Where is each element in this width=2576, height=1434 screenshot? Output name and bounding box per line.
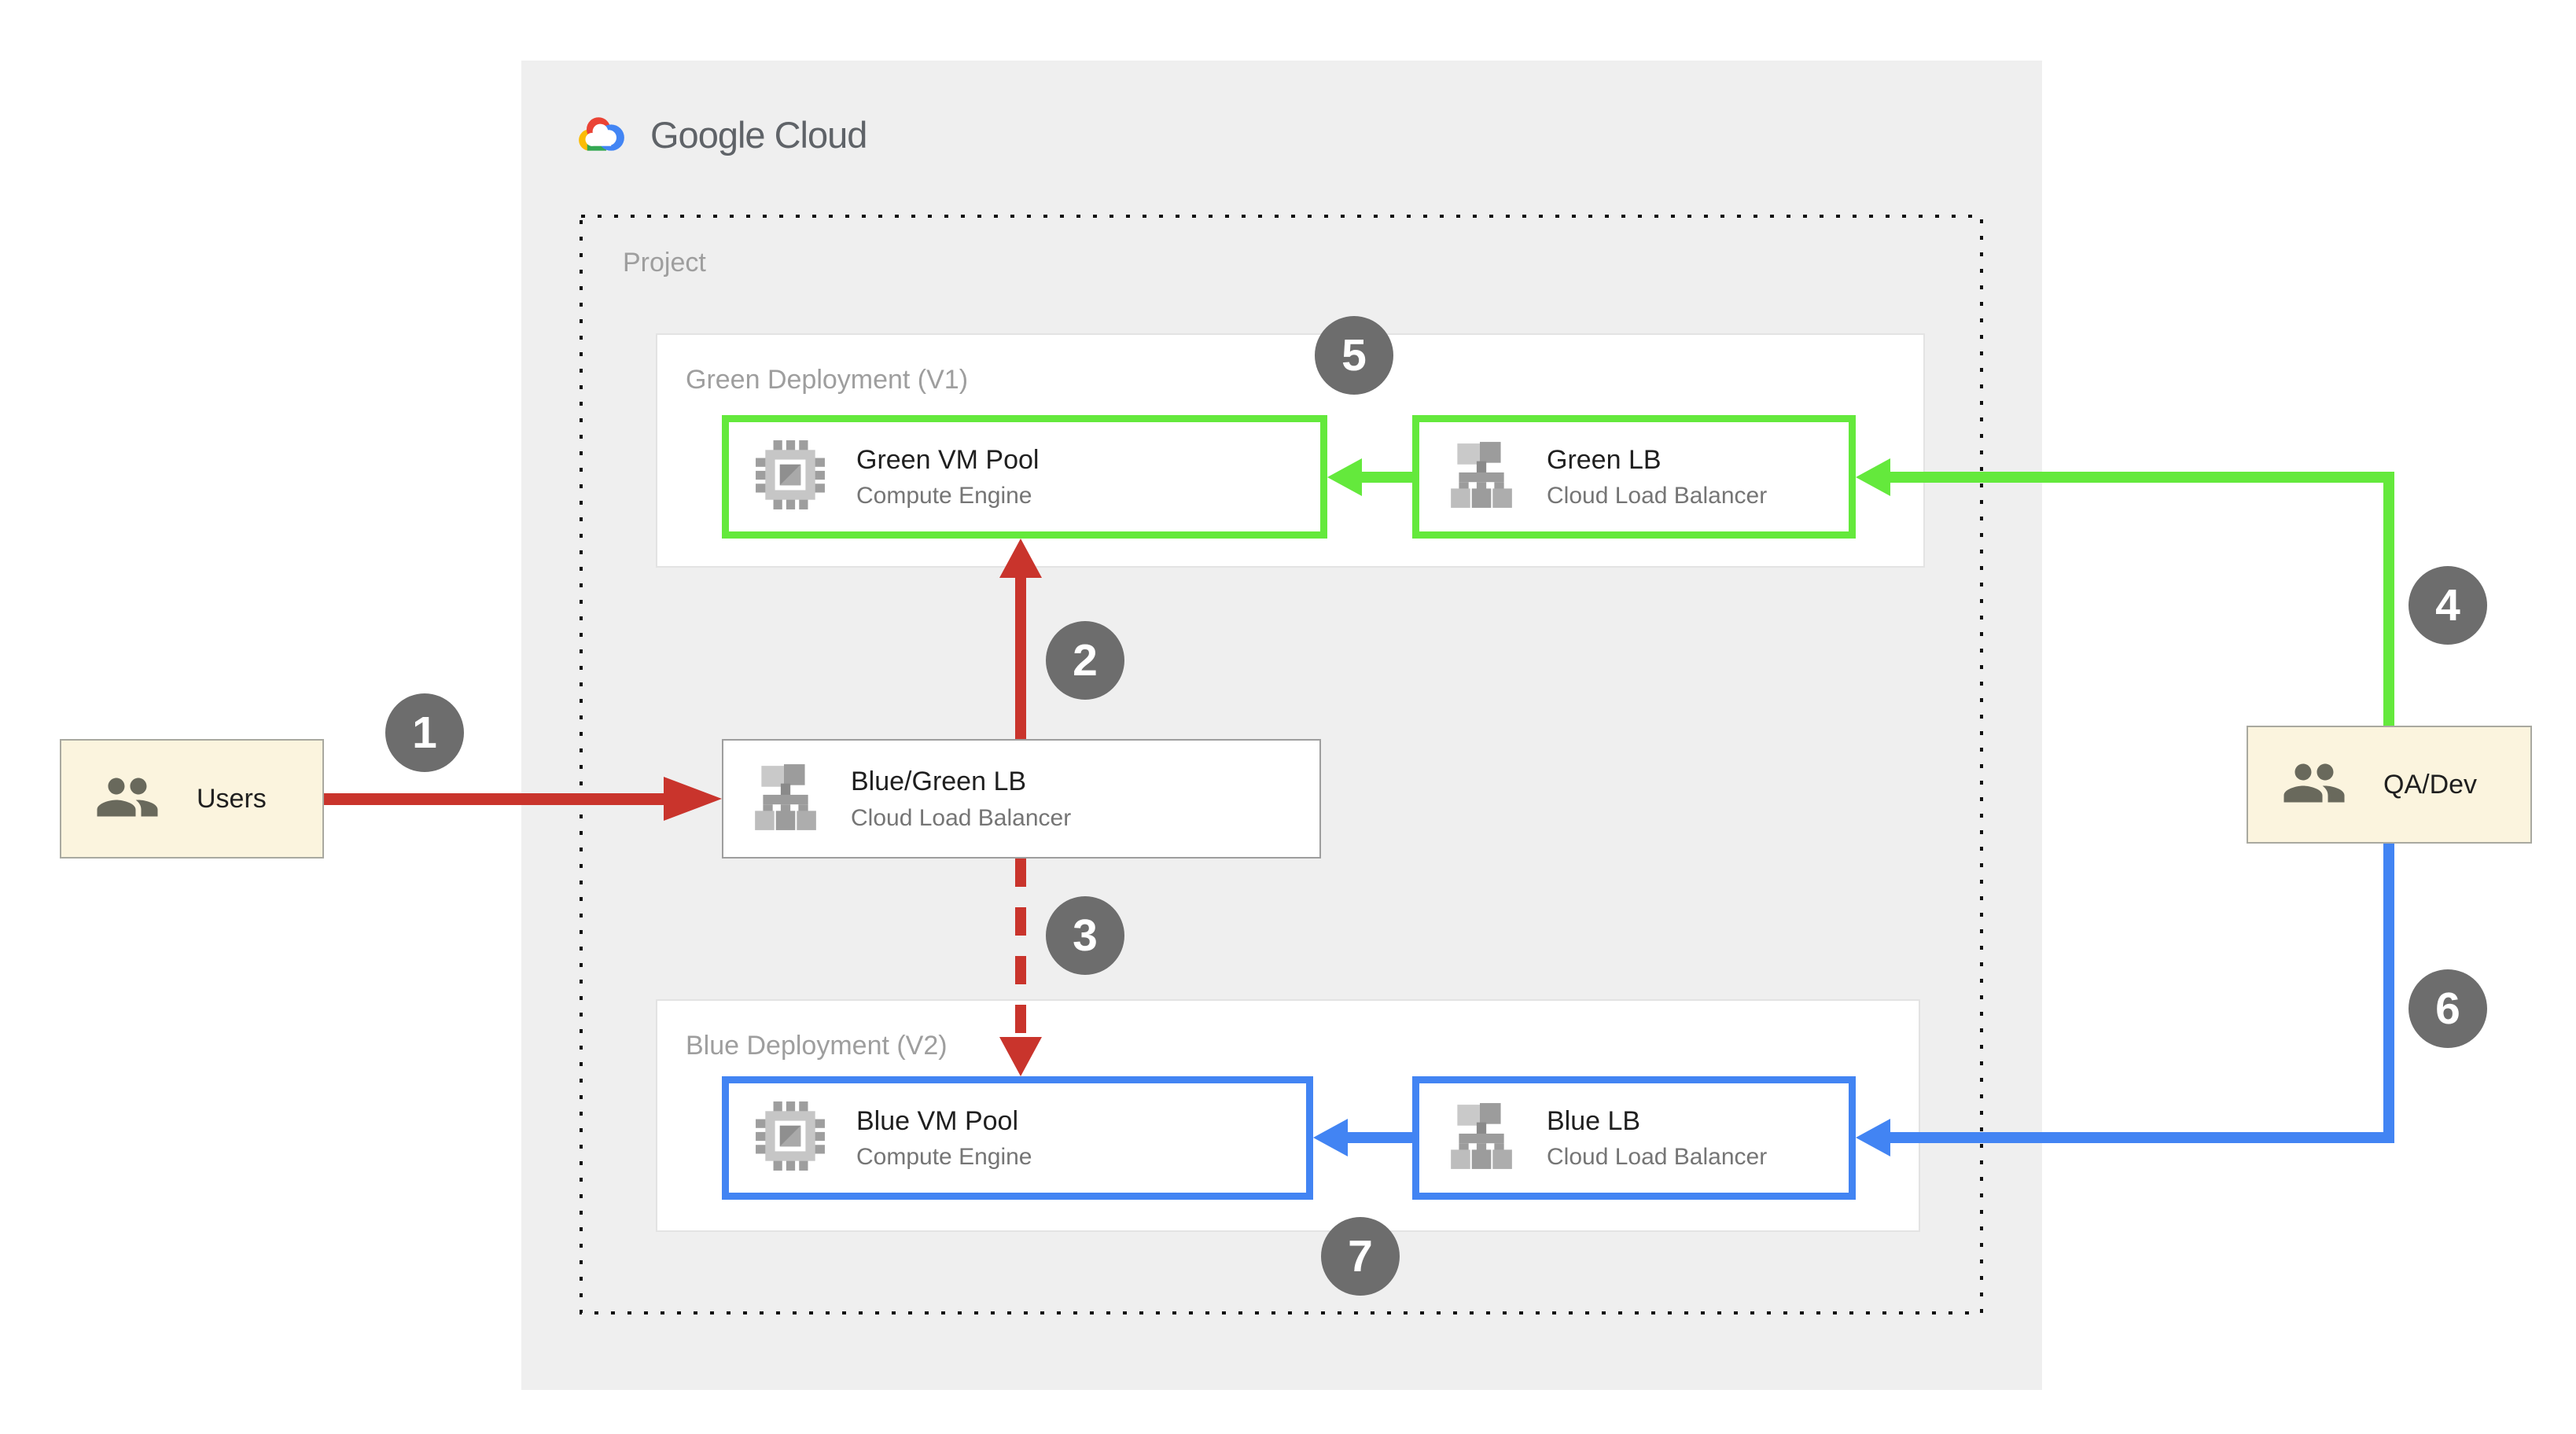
qa-dev-green-horizontal-line [1890,472,2394,483]
qa-dev-blue-horizontal-line [1890,1132,2394,1143]
blue-lb-service: Cloud Load Balancer [1547,1144,1768,1171]
blue-vm-pool-box: Blue VM Pool Compute Engine [722,1076,1313,1200]
users-icon [2281,750,2347,820]
step-circle-4: 4 [2409,566,2487,645]
qa-dev-label: QA/Dev [2383,769,2478,800]
arrow-green-lb-to-green-vm [1362,472,1412,483]
users-box: Users [60,739,324,859]
step-circle-1: 1 [385,693,464,772]
project-boundary: Project [580,215,1983,1314]
green-vm-pool-box: Green VM Pool Compute Engine [722,415,1327,539]
arrow-router-to-blue-vm-dashed [1015,859,1026,1037]
step-circle-6: 6 [2409,969,2487,1048]
blue-deployment-title: Blue Deployment (V2) [686,1031,948,1061]
project-label: Project [623,248,706,278]
green-lb-service: Cloud Load Balancer [1547,483,1768,509]
compute-engine-icon [754,1100,826,1176]
blue-green-lb-box: Blue/Green LB Cloud Load Balancer [722,739,1321,859]
arrowhead-qa-dev-to-green-lb [1856,458,1890,496]
arrowhead-blue-lb-to-blue-vm [1313,1119,1348,1156]
blue-lb-box: Blue LB Cloud Load Balancer [1412,1076,1856,1200]
step-circle-2: 2 [1046,621,1124,700]
step-circle-5: 5 [1315,316,1393,395]
arrowhead-qa-dev-to-blue-lb [1856,1119,1890,1156]
blue-vm-pool-service: Compute Engine [856,1144,1032,1171]
green-vm-pool-name: Green VM Pool [856,444,1040,475]
green-lb-name: Green LB [1547,444,1662,475]
load-balancer-icon [749,761,821,837]
qa-dev-blue-vertical-line [2383,844,2394,1143]
arrow-users-to-router [324,793,664,805]
qa-dev-box: QA/Dev [2247,726,2532,844]
arrowhead-router-to-green-vm [999,539,1042,578]
google-cloud-logo-icon [572,108,631,161]
step-circle-7: 7 [1321,1217,1400,1296]
blue-green-lb-service: Cloud Load Balancer [851,804,1072,831]
users-label: Users [197,783,267,814]
users-icon [94,764,160,834]
blue-green-lb-name: Blue/Green LB [851,767,1027,797]
arrow-router-to-green-vm [1015,578,1026,739]
blue-vm-pool-name: Blue VM Pool [856,1105,1018,1136]
google-cloud-logo: Google Cloud [572,108,867,161]
green-vm-pool-service: Compute Engine [856,483,1032,509]
green-lb-box: Green LB Cloud Load Balancer [1412,415,1856,539]
blue-lb-name: Blue LB [1547,1105,1641,1136]
arrowhead-users-to-router [664,777,722,821]
arrow-blue-lb-to-blue-vm [1348,1132,1412,1143]
arrowhead-green-lb-to-green-vm [1327,458,1362,496]
google-cloud-logo-text: Google Cloud [650,114,867,156]
project-dotted-border [580,215,1983,1314]
compute-engine-icon [754,439,826,515]
load-balancer-icon [1444,439,1517,515]
qa-dev-green-vertical-line [2383,472,2394,726]
green-deployment-title: Green Deployment (V1) [686,365,969,395]
step-circle-3: 3 [1046,896,1124,975]
arrowhead-router-to-blue-vm [999,1037,1042,1076]
load-balancer-icon [1444,1100,1517,1176]
